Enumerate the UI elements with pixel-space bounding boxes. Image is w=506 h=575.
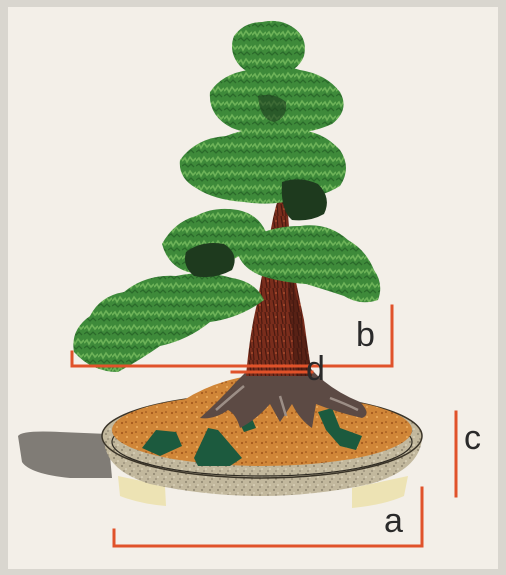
foliage-crown [232, 21, 305, 76]
label-b: b [356, 316, 375, 354]
label-d: d [306, 350, 325, 388]
label-c: c [464, 419, 481, 457]
label-a: a [384, 502, 403, 540]
foliage-shadow-left [185, 243, 235, 277]
